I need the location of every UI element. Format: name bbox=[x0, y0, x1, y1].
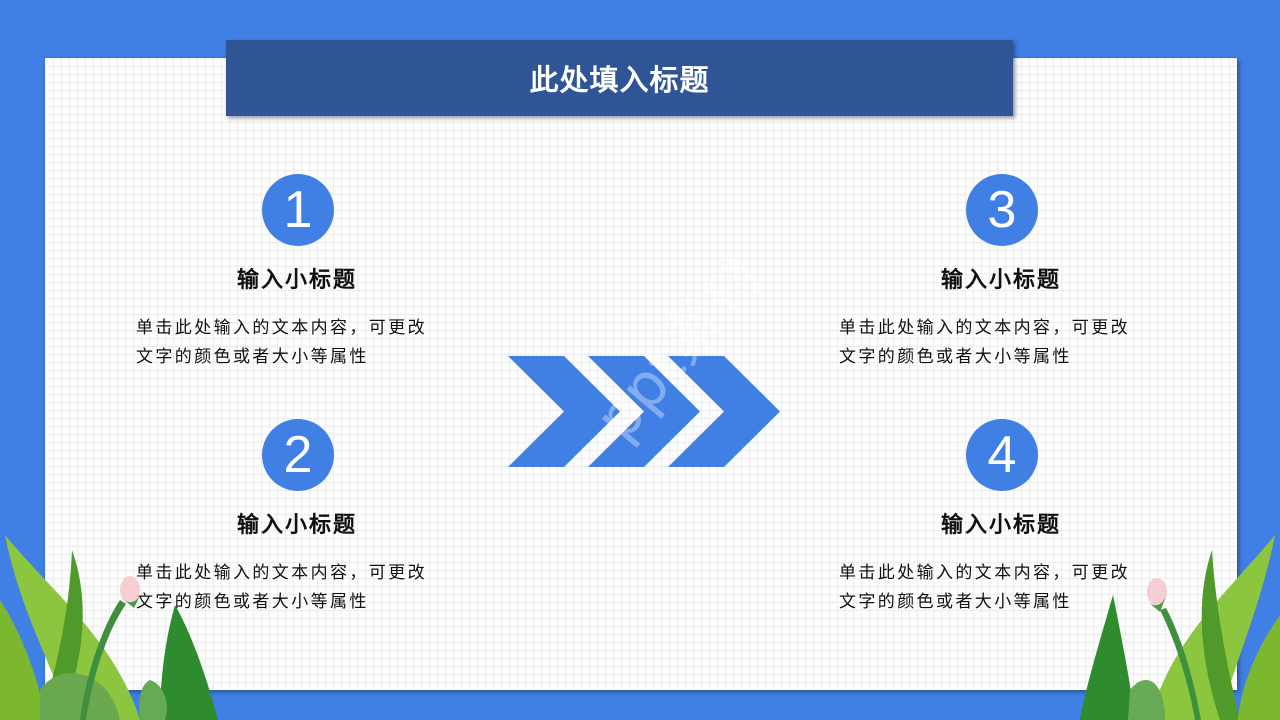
item-2-heading[interactable]: 输入小标题 bbox=[236, 513, 357, 538]
leaf-plant-icon bbox=[0, 535, 218, 720]
item-2-body-line-1: 单击此处输入的文本内容，可更改 bbox=[136, 563, 427, 583]
item-4-body-line-1: 单击此处输入的文本内容，可更改 bbox=[839, 563, 1130, 583]
leaf-plant-icon bbox=[1080, 535, 1280, 720]
item-2-body-line-2: 文字的颜色或者大小等属性 bbox=[136, 592, 369, 612]
number-badge-3: 3 bbox=[966, 174, 1038, 246]
item-1-heading[interactable]: 输入小标题 bbox=[236, 268, 357, 293]
triple-chevron-right-icon bbox=[508, 356, 780, 467]
number-badge-1: 1 bbox=[262, 174, 334, 246]
title-bar: 此处填入标题 bbox=[226, 40, 1013, 116]
item-3-body[interactable]: 单击此处输入的文本内容，可更改 文字的颜色或者大小等属性 bbox=[839, 314, 1179, 372]
item-1-body-line-2: 文字的颜色或者大小等属性 bbox=[136, 347, 369, 367]
item-4-heading[interactable]: 输入小标题 bbox=[940, 513, 1061, 538]
page-title[interactable]: 此处填入标题 bbox=[529, 63, 710, 97]
item-2-body[interactable]: 单击此处输入的文本内容，可更改 文字的颜色或者大小等属性 bbox=[136, 559, 476, 617]
item-3-heading[interactable]: 输入小标题 bbox=[940, 268, 1061, 293]
item-3-body-line-1: 单击此处输入的文本内容，可更改 bbox=[839, 318, 1130, 338]
number-badge-2: 2 bbox=[262, 419, 334, 491]
item-1-body[interactable]: 单击此处输入的文本内容，可更改 文字的颜色或者大小等属性 bbox=[136, 314, 476, 372]
item-4-body-line-2: 文字的颜色或者大小等属性 bbox=[839, 592, 1072, 612]
number-badge-4: 4 bbox=[966, 419, 1038, 491]
item-4-body[interactable]: 单击此处输入的文本内容，可更改 文字的颜色或者大小等属性 bbox=[839, 559, 1179, 617]
item-3-body-line-2: 文字的颜色或者大小等属性 bbox=[839, 347, 1072, 367]
item-1-body-line-1: 单击此处输入的文本内容，可更改 bbox=[136, 318, 427, 338]
